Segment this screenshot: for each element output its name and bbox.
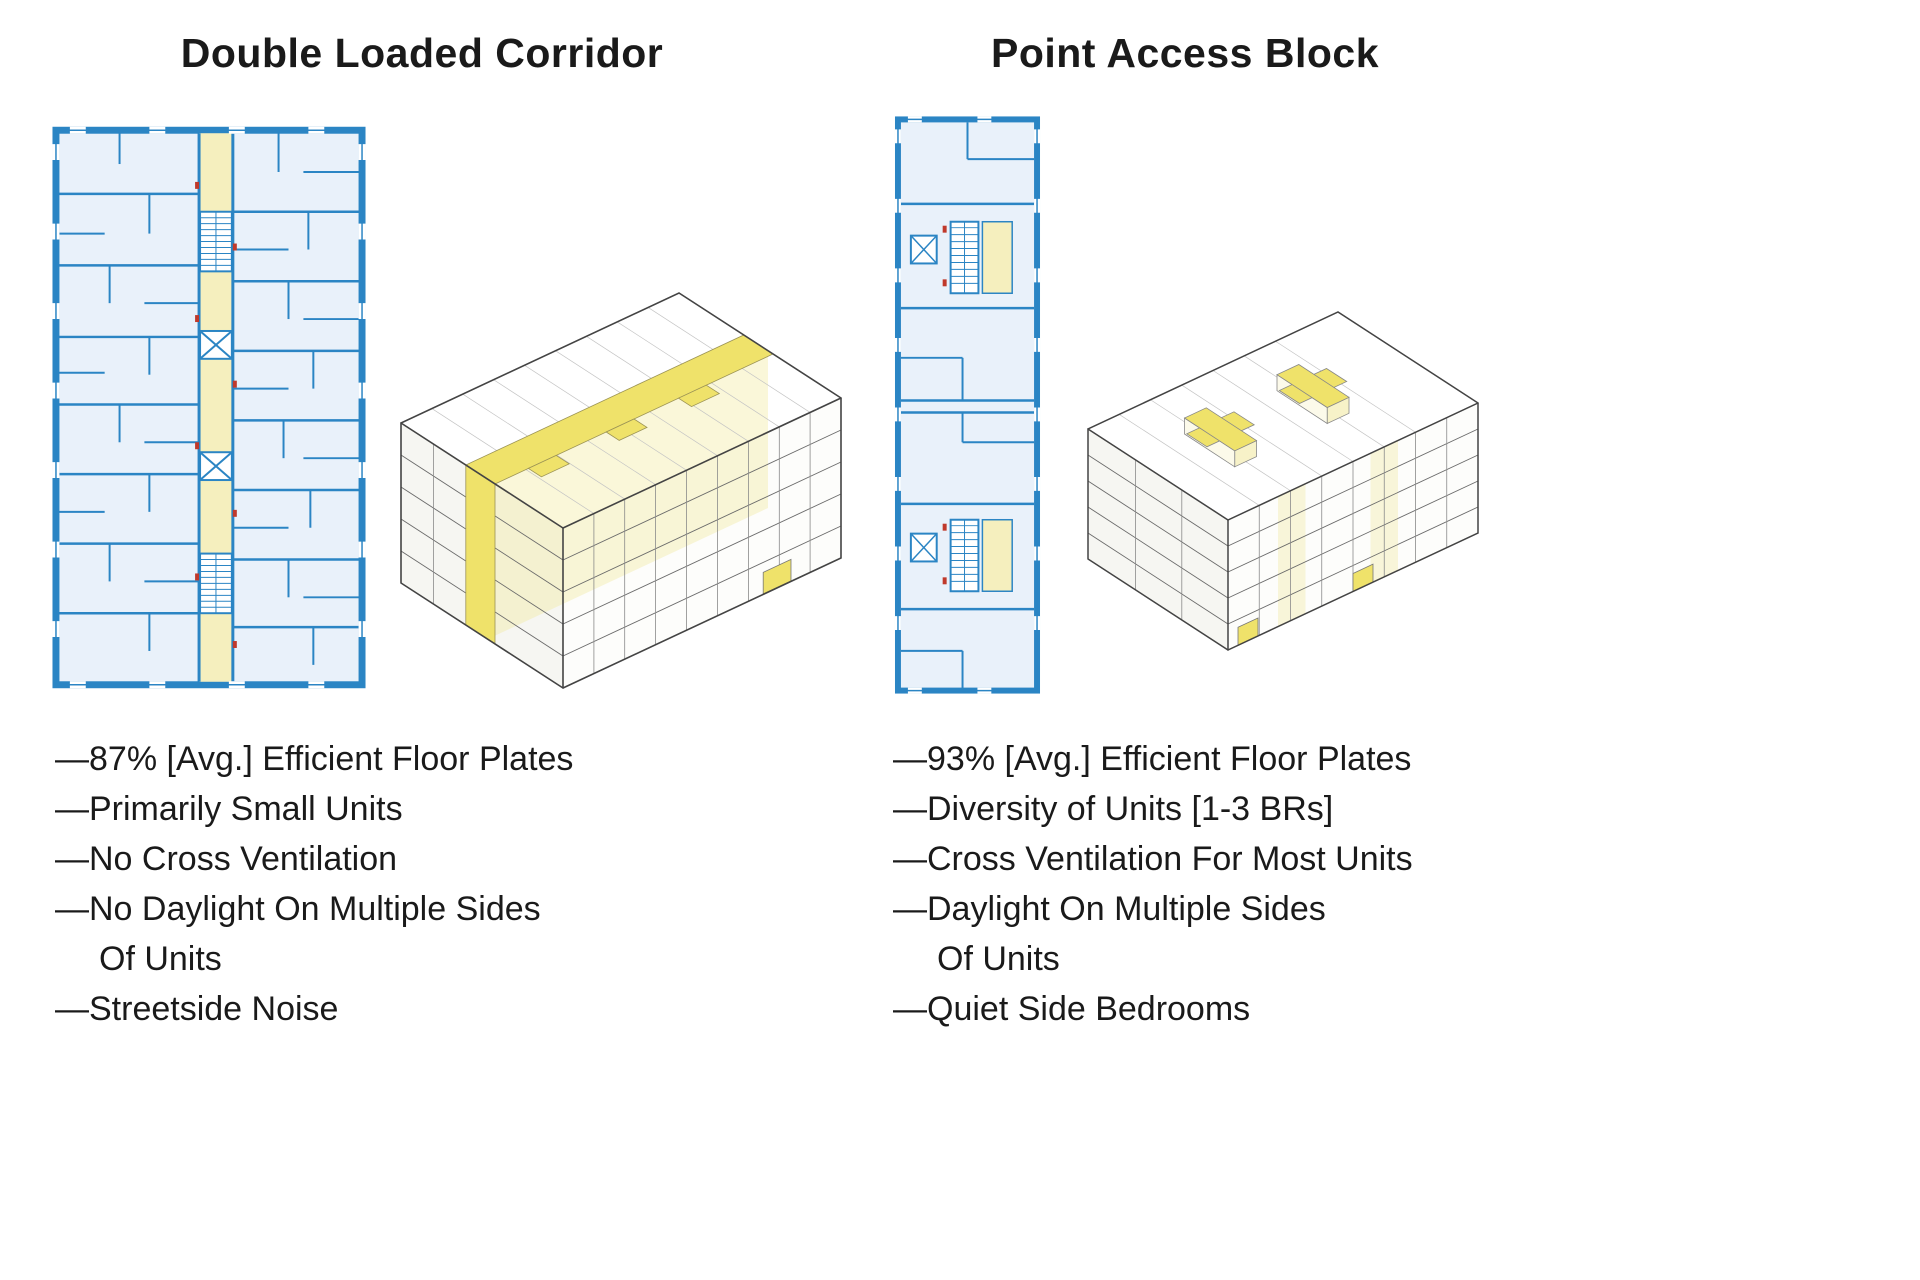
interior-corridor-plane (490, 353, 768, 638)
stair-icon (199, 552, 233, 615)
list-item-continuation: Of Units (937, 940, 1060, 978)
double-loaded-corridor-axonometric (398, 288, 858, 698)
roof-stair-core-highlight (1276, 364, 1350, 425)
list-item: —No Daylight On Multiple Sides (55, 890, 541, 928)
end-corridor-highlight (465, 464, 496, 645)
left-column-title: Double Loaded Corridor (180, 30, 664, 76)
point-access-block-axonometric (1078, 310, 1508, 700)
core-landing-highlight (981, 220, 1013, 294)
stair-icon (199, 210, 233, 273)
stair-core (909, 220, 1013, 295)
right-feature-list: —93% [Avg.] Efficient Floor Plates —Dive… (893, 734, 1653, 1034)
list-item: —Primarily Small Units (55, 790, 403, 828)
window-openings (52, 126, 366, 689)
core-landing-highlight (981, 518, 1013, 592)
list-item: —Quiet Side Bedrooms (893, 990, 1251, 1028)
right-column-title: Point Access Block (990, 30, 1379, 76)
list-item: —Daylight On Multiple Sides (893, 890, 1326, 928)
elevator-icon (199, 451, 233, 482)
list-item-continuation: Of Units (99, 940, 222, 978)
point-access-block-floor-plan (893, 113, 1042, 697)
roof-stair-core-highlight (1183, 407, 1258, 468)
list-item: —87% [Avg.] Efficient Floor Plates (55, 740, 574, 778)
list-item: —Diversity of Units [1-3 BRs] (893, 790, 1334, 828)
interior-core-plane (1278, 483, 1306, 627)
left-feature-list: —87% [Avg.] Efficient Floor Plates —Prim… (55, 734, 855, 1034)
door-marks (195, 181, 237, 648)
stair-core (909, 518, 1013, 593)
double-loaded-corridor-floor-plan (50, 123, 368, 692)
list-item: —93% [Avg.] Efficient Floor Plates (893, 740, 1412, 778)
window-openings (894, 116, 1041, 694)
floor-plan-drawing (894, 116, 1041, 694)
floor-plan-drawing (52, 126, 366, 689)
list-item: —Streetside Noise (55, 990, 339, 1028)
list-item: —Cross Ventilation For Most Units (893, 840, 1413, 878)
axonometric-drawing (399, 292, 843, 689)
axonometric-drawing (1086, 311, 1480, 651)
list-item: —No Cross Ventilation (55, 840, 398, 878)
elevator-icon (199, 329, 233, 360)
